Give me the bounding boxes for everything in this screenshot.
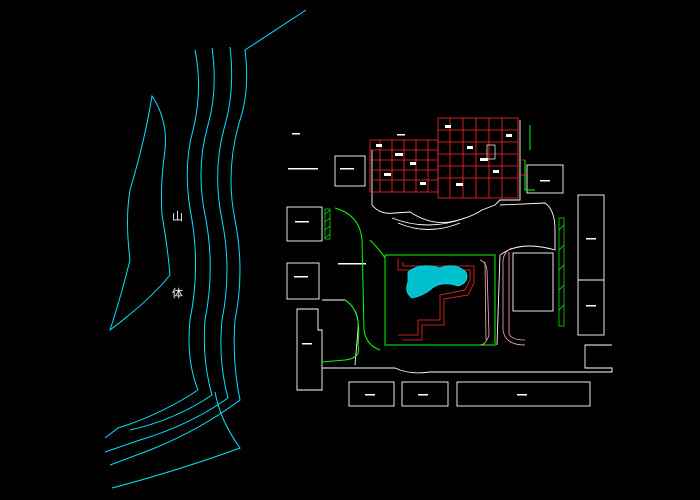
tiny-label-6 — [302, 343, 312, 345]
building-south-2 — [401, 381, 449, 407]
building-east-1 — [577, 194, 605, 281]
room-mark — [376, 144, 382, 147]
tiny-label-5 — [338, 263, 366, 265]
room-details — [376, 125, 512, 186]
pink-strips — [479, 247, 526, 346]
room-mark — [480, 158, 488, 161]
tiny-labels — [288, 133, 596, 396]
hatch-line — [324, 217, 331, 223]
hatch-line — [324, 225, 331, 231]
tiny-label-2 — [294, 276, 308, 278]
hatch-line — [558, 224, 565, 231]
building-south-1 — [348, 381, 395, 407]
contour-line-5 — [109, 94, 171, 332]
green-court-curve — [369, 239, 386, 259]
hatch-line — [324, 233, 331, 239]
hatch-strip-east — [558, 217, 565, 327]
drop-off-canopy — [391, 217, 466, 226]
driveway-east — [496, 202, 556, 346]
contour-lines — [104, 9, 307, 489]
room-mark — [445, 125, 451, 128]
hatch-line — [324, 209, 331, 215]
tiny-label-14 — [397, 134, 405, 136]
tiny-label-8 — [418, 394, 428, 396]
water-pond — [406, 265, 468, 299]
building-west-1 — [286, 206, 323, 242]
main-building-plan — [369, 117, 528, 341]
pink-strip-left — [479, 259, 490, 346]
hatch-strip-west — [324, 208, 331, 240]
hatch-line — [558, 284, 565, 291]
room-mark — [456, 183, 463, 186]
pink-strip-right — [502, 247, 526, 346]
pink-strip-right-inner — [508, 252, 526, 341]
tiny-label-13 — [292, 133, 300, 135]
tiny-label-7 — [365, 394, 375, 396]
room-mark — [420, 182, 426, 185]
green-ne-path — [524, 160, 535, 191]
room-mark — [467, 146, 473, 149]
building-small-top — [334, 155, 366, 187]
tiny-label-9 — [517, 394, 527, 396]
room-mark — [410, 162, 416, 165]
tiny-label-10 — [586, 238, 596, 240]
hatch-line — [558, 304, 565, 311]
contour-line-6 — [111, 391, 241, 489]
road-outline-south — [322, 344, 613, 374]
hatch-line — [558, 264, 565, 271]
contour-line-4 — [104, 49, 200, 439]
building-court-east — [512, 252, 554, 312]
building-ne — [526, 164, 564, 194]
tiny-label-1 — [295, 221, 309, 223]
building-southwest — [296, 308, 323, 391]
contour-line-1 — [109, 9, 307, 466]
building-east-2 — [577, 279, 605, 336]
hatch-line — [558, 244, 565, 251]
contour-line-2 — [104, 46, 233, 453]
pink-strip-left-inner — [484, 261, 487, 341]
mountain-label-2: 体 — [172, 286, 183, 300]
outline-buildings — [286, 120, 613, 407]
green-road-inner — [321, 299, 360, 363]
tiny-label-12 — [540, 180, 550, 182]
tiny-label-4 — [288, 168, 318, 170]
room-mark — [384, 173, 391, 176]
room-mark — [395, 153, 403, 156]
drop-off-canopy-inner — [397, 222, 461, 230]
room-mark — [493, 170, 499, 173]
room-mark — [506, 134, 512, 137]
building-south-3 — [456, 381, 591, 407]
main-building-outline — [371, 120, 521, 223]
red-path-court-inner — [402, 262, 475, 341]
green-paths — [321, 125, 535, 363]
building-west-2 — [286, 262, 320, 300]
room-mark — [486, 144, 496, 160]
contour-line-3 — [129, 47, 215, 431]
road-outline-west — [322, 299, 359, 366]
mountain-label-1: 山 — [172, 210, 183, 223]
green-road-west — [334, 207, 381, 351]
tiny-label-11 — [586, 305, 596, 307]
tiny-label-3 — [340, 168, 354, 170]
green-court-outline — [384, 254, 496, 346]
green-hatch-strips — [324, 208, 565, 327]
